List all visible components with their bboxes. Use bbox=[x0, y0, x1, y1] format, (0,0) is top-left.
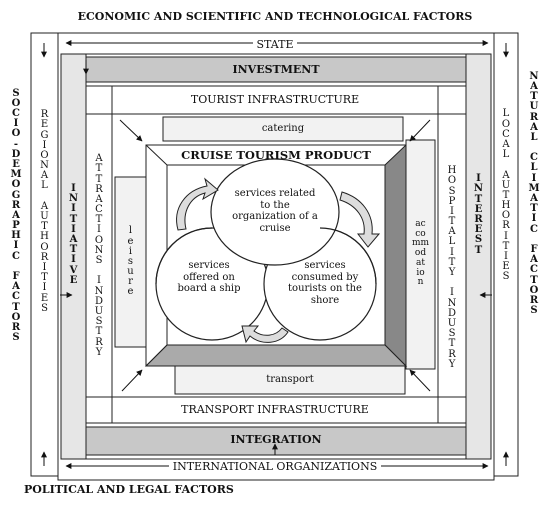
transport-infrastructure-label: TRANSPORT INFRASTRUCTURE bbox=[181, 403, 369, 416]
tourist-infrastructure-label: TOURIST INFRASTRUCTURE bbox=[190, 93, 360, 106]
circle-right-label: services consumed by tourists on the sho… bbox=[288, 260, 362, 306]
investment-band bbox=[85, 56, 467, 83]
leisure-box bbox=[114, 176, 147, 348]
circle-top-label: services related to the organization of … bbox=[232, 188, 318, 234]
investment-label: INVESTMENT bbox=[232, 63, 320, 76]
cycle-arrow-bottom bbox=[241, 325, 289, 344]
integration-label: INTEGRATION bbox=[230, 433, 322, 446]
state-label: STATE bbox=[150, 38, 400, 51]
catering-box bbox=[162, 116, 404, 142]
product-right-wall bbox=[384, 143, 407, 368]
local-strip bbox=[493, 32, 519, 477]
circle-left-label: services offered on board a ship bbox=[177, 260, 241, 294]
integration-band bbox=[85, 426, 467, 456]
economic-factors-label: ECONOMIC AND SCIENTIFIC AND TECHNOLOGICA… bbox=[77, 10, 473, 23]
circle-top bbox=[210, 158, 340, 266]
transport-box bbox=[174, 365, 406, 395]
transport-label: transport bbox=[266, 374, 314, 385]
accommodation-box bbox=[405, 139, 436, 370]
cycle-arrow-left bbox=[176, 177, 219, 231]
initiative-band bbox=[60, 53, 87, 460]
political-factors-label: POLITICAL AND LEGAL FACTORS bbox=[24, 483, 234, 496]
regional-strip bbox=[30, 32, 59, 477]
product-bottom-wall bbox=[144, 344, 408, 367]
international-organizations-label: INTERNATIONAL ORGANIZATIONS bbox=[100, 460, 450, 473]
cycle-arrow-right bbox=[339, 191, 381, 248]
catering-label: catering bbox=[261, 123, 305, 134]
product-title: CRUISE TOURISM PRODUCT bbox=[181, 148, 371, 162]
